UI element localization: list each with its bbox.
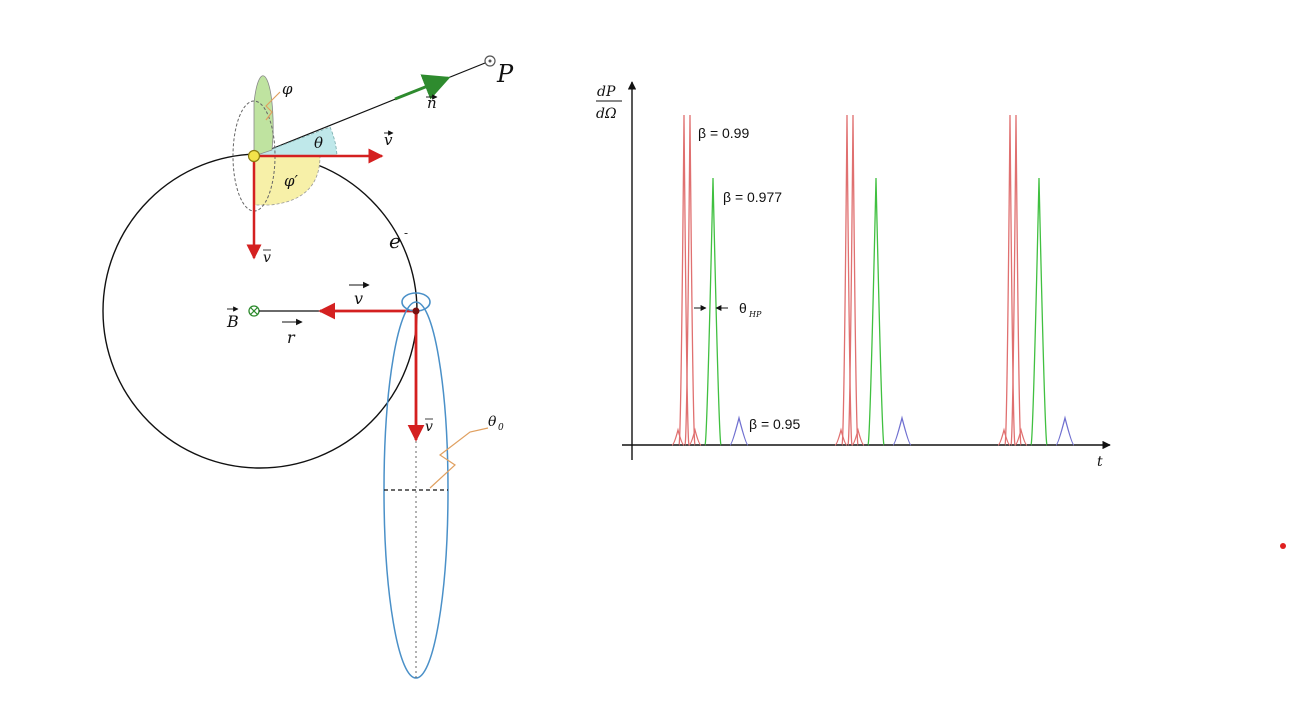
observation-line: [253, 60, 491, 157]
theta-hp-label: θ: [739, 300, 747, 316]
pulse-blue-2: [1055, 415, 1075, 446]
pulse-red-0-a: [678, 114, 690, 446]
pulse-red-side-2-b: [1014, 427, 1028, 446]
electron-position-right-icon: [412, 307, 420, 315]
label-v-center: v: [354, 289, 363, 308]
pulse-red-side-1-a: [834, 427, 848, 446]
label-phi: φ: [282, 80, 293, 98]
pulse-red-2-a: [1004, 114, 1016, 446]
label-P: P: [496, 60, 514, 88]
pulse-series: [671, 114, 1075, 446]
label-electron-charge: -: [404, 226, 408, 240]
phi-pointer-squiggle: [265, 91, 281, 121]
pulse-green-2: [1030, 177, 1048, 446]
pulse-red-side-1-b: [851, 427, 865, 446]
label-theta0: θ: [488, 414, 497, 430]
pulse-red-side-0-a: [671, 427, 685, 446]
power-pulse-chart: dP dΩ t θ HP β = 0.99 β = 0.977 β = 0.95: [596, 81, 1111, 470]
n-unit-vector-arrow: [394, 74, 451, 101]
label-v-dot-top: v: [263, 250, 271, 266]
label-theta0-subscript: 0: [498, 423, 504, 433]
label-theta: θ: [314, 134, 323, 152]
beta-annotation-0: β = 0.99: [698, 125, 749, 141]
pulse-blue-0: [729, 415, 749, 446]
pulse-red-1-a: [841, 114, 853, 446]
pulse-red-side-2-a: [997, 427, 1011, 446]
stray-red-dot: [1280, 543, 1286, 549]
label-v-dot-bottom: v: [425, 419, 433, 435]
y-axis-label-numerator: dP: [597, 84, 616, 100]
phi-prime-angle-wedge: [253, 155, 321, 206]
label-r: r: [287, 328, 296, 347]
theta-hp-subscript: HP: [748, 310, 762, 319]
label-v-top: v: [384, 131, 393, 149]
label-phi-prime: φ′: [284, 172, 299, 190]
y-axis-label-denominator: dΩ: [596, 106, 617, 122]
pulse-red-2-b: [1010, 114, 1022, 446]
phi-angle-wedge: [253, 75, 274, 157]
beta-annotation-2: β = 0.95: [749, 416, 800, 432]
synchrotron-geometry-diagram: P n φ θ v φ′ v e - v B r v θ 0: [102, 55, 514, 680]
pulse-green-0: [704, 177, 722, 446]
pulse-green-1: [867, 177, 885, 446]
pulse-blue-1: [892, 415, 912, 446]
pulse-red-side-0-b: [688, 427, 702, 446]
beta-annotation-1: β = 0.977: [723, 189, 782, 205]
pulse-red-0-b: [684, 114, 696, 446]
electron-position-top-icon: [247, 149, 261, 163]
theta0-pointer-squiggle: [429, 427, 489, 489]
x-axis-label: t: [1097, 454, 1103, 470]
label-B: B: [226, 312, 239, 331]
label-electron: e: [389, 229, 401, 253]
pulse-red-1-b: [847, 114, 859, 446]
label-n: n: [427, 94, 437, 112]
